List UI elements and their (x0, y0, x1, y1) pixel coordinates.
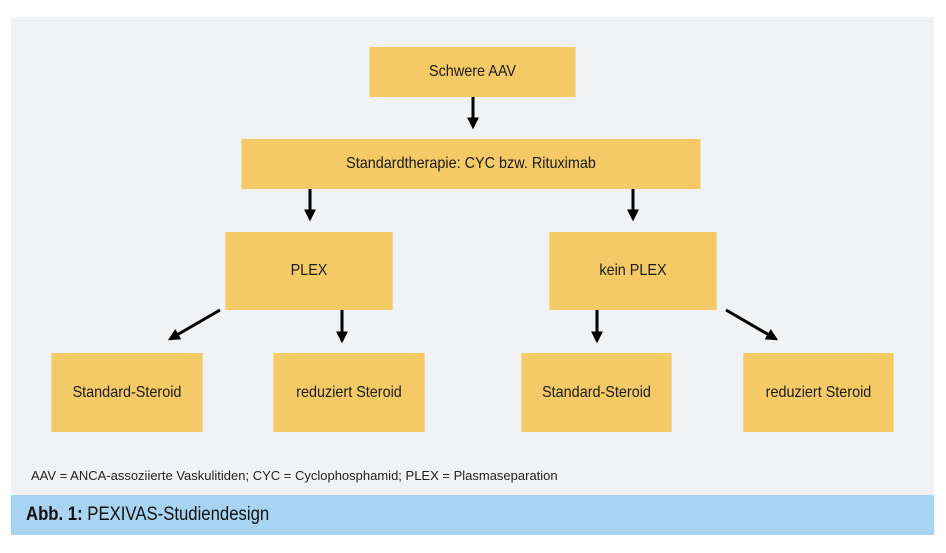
node-no-plex-standard-steroid: Standard-Steroid (521, 353, 672, 432)
caption-bar: Abb. 1: PEXIVAS-Studiendesign (11, 495, 934, 535)
node-no-plex-standard-steroid-label: Standard-Steroid (542, 383, 651, 401)
node-plex-label: PLEX (290, 262, 328, 279)
node-plex-reduced-steroid-label: reduziert Steroid (296, 383, 402, 401)
node-root-label: Schwere AAV (429, 63, 516, 80)
figure-caption: Abb. 1: PEXIVAS-Studiendesign (26, 504, 269, 526)
node-therapy-label: Standardtherapie: CYC bzw. Rituximab (346, 155, 596, 172)
node-no-plex-label: kein PLEX (599, 262, 667, 279)
node-no-plex-reduced-steroid: reduziert Steroid (743, 353, 894, 432)
node-therapy: Standardtherapie: CYC bzw. Rituximab (241, 139, 701, 189)
node-no-plex-reduced-steroid-label: reduziert Steroid (765, 383, 872, 401)
figure-title: PEXIVAS-Studiendesign (82, 504, 270, 525)
footnote-abbreviations: AAV = ANCA-assoziierte Vaskulitiden; CYC… (31, 468, 558, 483)
node-no-plex: kein PLEX (549, 232, 717, 310)
node-root: Schwere AAV (369, 47, 576, 97)
node-plex: PLEX (225, 232, 393, 310)
node-plex-standard-steroid-label: Standard-Steroid (72, 383, 182, 401)
figure-label: Abb. 1: (26, 504, 83, 525)
node-plex-standard-steroid: Standard-Steroid (51, 353, 203, 432)
node-plex-reduced-steroid: reduziert Steroid (273, 353, 425, 432)
